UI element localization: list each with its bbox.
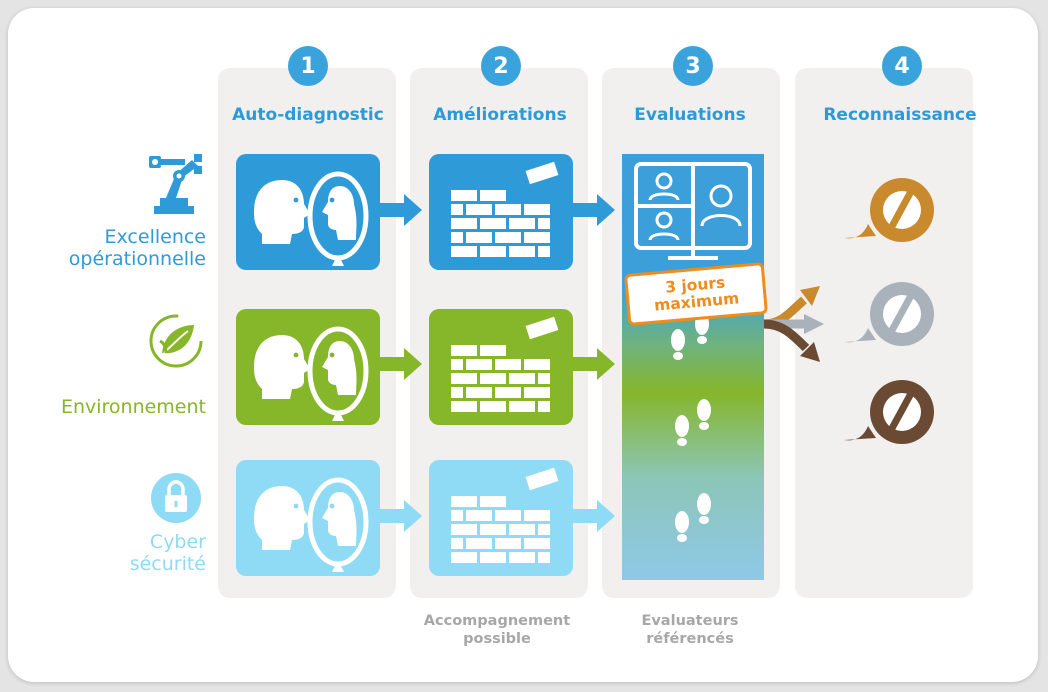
head-mirror-icon	[254, 477, 369, 572]
brick-wall-icon	[451, 316, 559, 412]
category-excellence-label: Excellence opérationnelle	[10, 226, 206, 270]
leaf-icon	[149, 314, 203, 368]
arrow-right-icon	[380, 348, 422, 380]
footnote-accompagnement-line2: possible	[463, 631, 531, 647]
robot-arm-icon	[149, 154, 202, 214]
step-2-badge: 2	[481, 46, 521, 86]
category-environnement-label: Environnement	[60, 396, 206, 418]
category-cyber-label: Cyber sécurité	[10, 531, 206, 575]
category-cyber-line2: sécurité	[129, 553, 206, 575]
arrow-right-icon	[380, 194, 422, 226]
video-call-icon	[634, 162, 752, 260]
footnote-evaluateurs-line1: Evaluateurs	[641, 613, 739, 629]
split-arrows	[764, 286, 824, 362]
brick-wall-icon	[451, 467, 559, 563]
category-excellence-line1: Excellence	[104, 226, 206, 248]
step-3-badge: 3	[673, 46, 713, 86]
medal-bronze-icon	[844, 380, 934, 444]
arrow-right-icon	[573, 194, 615, 226]
footnote-evaluateurs: Evaluateurs référencés	[590, 612, 790, 648]
step-4-badge: 4	[882, 46, 922, 86]
medal-silver-icon	[844, 282, 934, 346]
tile-autodiag-environnement	[236, 309, 380, 425]
tile-autodiag-cyber	[236, 460, 380, 576]
head-mirror-icon	[254, 171, 369, 266]
arrow-right-icon	[573, 348, 615, 380]
evaluation-illustrations	[634, 162, 752, 542]
footprints-icon	[671, 313, 711, 542]
category-excellence-line2: opérationnelle	[68, 248, 206, 270]
step-3-title: Evaluations	[634, 105, 746, 125]
category-cyber-line1: Cyber	[149, 531, 206, 553]
tile-autodiag-excellence	[236, 154, 380, 270]
arrow-right-icon	[380, 500, 422, 532]
step-1-title: Auto-diagnostic	[232, 105, 384, 125]
footnote-accompagnement: Accompagnement possible	[397, 612, 597, 648]
step-1-badge: 1	[288, 46, 328, 86]
footnote-accompagnement-line1: Accompagnement	[423, 613, 571, 629]
step-2-title: Améliorations	[433, 105, 567, 125]
tile-amelio-environnement	[429, 309, 573, 425]
step-4-title: Reconnaissance	[823, 105, 977, 125]
footnote-evaluateurs-line2: référencés	[646, 631, 734, 647]
arrow-right-icon	[573, 500, 615, 532]
medal-gold-icon	[844, 178, 934, 242]
tile-amelio-excellence	[429, 154, 573, 270]
padlock-icon	[151, 473, 201, 523]
brick-wall-icon	[451, 161, 559, 257]
head-mirror-icon	[254, 326, 369, 421]
tile-amelio-cyber	[429, 460, 573, 576]
